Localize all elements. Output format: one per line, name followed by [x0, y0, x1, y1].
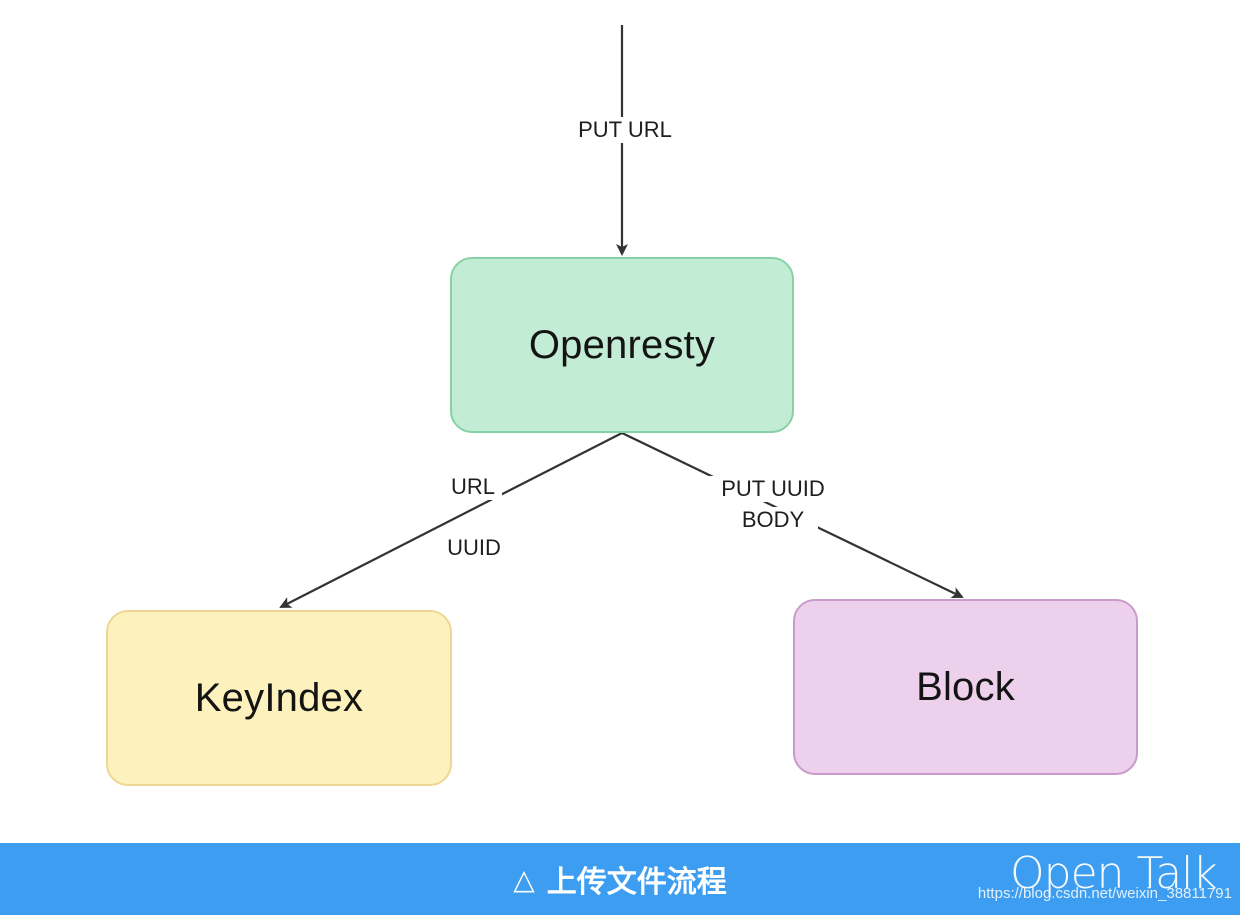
caption-text: 上传文件流程	[546, 865, 727, 900]
edge-label-uuid: UUID	[440, 535, 508, 561]
node-openresty-label: Openresty	[528, 322, 716, 367]
node-block: Block	[793, 599, 1138, 775]
edge-label-put-uuid: PUT UUID	[708, 476, 838, 502]
edge-label-body: BODY	[728, 507, 818, 533]
node-keyindex: KeyIndex	[106, 610, 452, 786]
watermark-url: https://blog.csdn.net/weixin_38811791	[977, 885, 1232, 902]
edge-openresty-to-keyindex	[279, 432, 623, 608]
caption: △ 上传文件流程	[0, 843, 1240, 915]
caption-bar: △ 上传文件流程 Open Talk https://blog.csdn.net…	[0, 843, 1240, 915]
node-block-label: Block	[916, 664, 1015, 709]
flow-diagram: PUT URL URL UUID PUT UUID BODY Openresty…	[106, 25, 1138, 786]
edge-label-url: URL	[444, 474, 502, 500]
brand-logo: Open Talk	[1010, 848, 1218, 899]
triangle-outline-icon: △	[513, 862, 535, 896]
edge-label-put-url: PUT URL	[568, 117, 682, 143]
node-openresty: Openresty	[450, 257, 794, 433]
node-keyindex-label: KeyIndex	[194, 675, 364, 720]
